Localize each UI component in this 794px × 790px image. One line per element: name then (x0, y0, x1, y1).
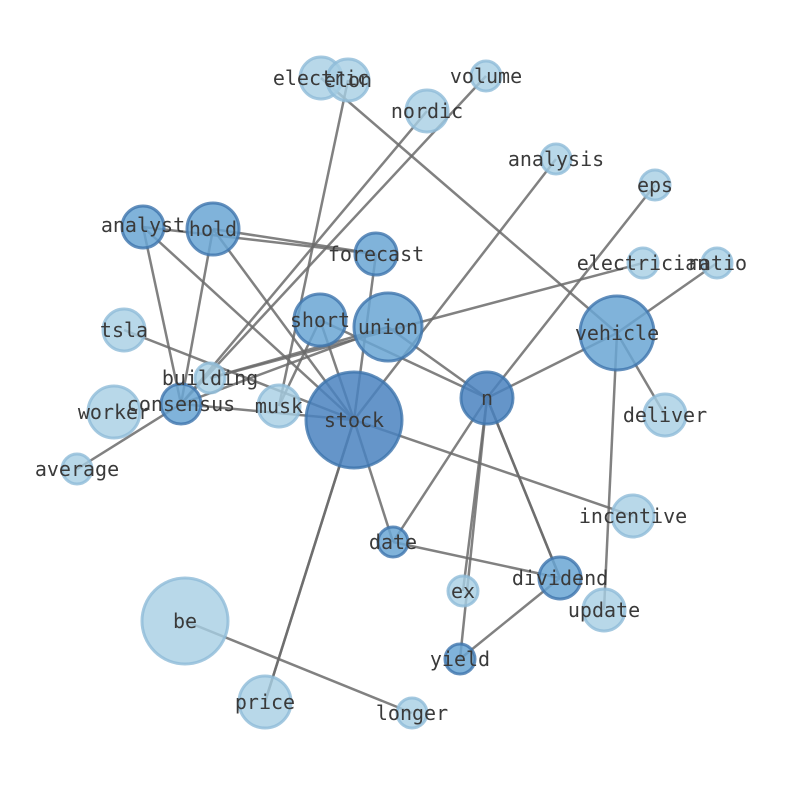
node-label-musk: musk (255, 394, 303, 418)
node-building[interactable] (193, 361, 227, 395)
node-consensus[interactable] (159, 382, 203, 426)
node-ex[interactable] (446, 574, 480, 608)
edge-analyst-consensus (141, 226, 183, 405)
node-price[interactable] (237, 674, 293, 730)
node-label-elon: elon (324, 68, 372, 92)
node-incentive[interactable] (610, 493, 656, 539)
edge-vehicle-update (602, 332, 619, 611)
node-label-building: building (162, 366, 258, 390)
node-be[interactable] (140, 576, 230, 666)
node-label-nordic: nordic (391, 99, 463, 123)
node-label-analysis: analysis (508, 147, 604, 171)
node-longer[interactable] (395, 696, 429, 730)
node-label-electric: electric (273, 66, 369, 90)
edge-n-eps (486, 184, 656, 399)
node-label-electrician: electrician (577, 251, 709, 275)
edge-n-date (391, 397, 489, 543)
node-n[interactable] (459, 370, 515, 426)
node-label-deliver: deliver (623, 403, 707, 427)
node-label-forecast: forecast (328, 242, 424, 266)
node-yield[interactable] (443, 642, 477, 676)
node-ratio[interactable] (700, 246, 734, 280)
node-label-yield: yield (430, 647, 490, 671)
edge-vehicle-electric (320, 77, 618, 334)
nodes-layer (60, 55, 734, 730)
node-forecast[interactable] (353, 231, 399, 277)
node-label-longer: longer (376, 701, 448, 725)
node-electrician[interactable] (626, 246, 660, 280)
edge-n-yield (458, 397, 489, 660)
node-label-eps: eps (637, 173, 673, 197)
edge-short-n (319, 318, 488, 400)
node-short[interactable] (292, 292, 348, 348)
node-tsla[interactable] (101, 307, 147, 353)
node-label-dividend: dividend (512, 566, 608, 590)
node-worker[interactable] (86, 384, 142, 440)
node-label-union: union (358, 315, 418, 339)
node-label-consensus: consensus (127, 392, 235, 416)
node-label-analyst: analyst (101, 213, 185, 237)
node-label-price: price (235, 690, 295, 714)
edge-n-dividend (485, 397, 562, 579)
node-hold[interactable] (185, 201, 241, 257)
node-label-stock: stock (324, 408, 384, 432)
edge-date-dividend (392, 540, 561, 580)
node-label-be: be (173, 609, 197, 633)
node-vehicle[interactable] (578, 294, 656, 372)
node-analysis[interactable] (539, 142, 573, 176)
node-label-ratio: ratio (687, 251, 747, 275)
node-analyst[interactable] (120, 204, 166, 250)
node-label-short: short (290, 308, 350, 332)
edge-hold-consensus (179, 228, 215, 405)
node-eps[interactable] (638, 168, 672, 202)
node-dividend[interactable] (537, 555, 583, 601)
node-average[interactable] (60, 452, 94, 486)
edge-consensus-nordic (180, 110, 428, 405)
edge-musk-elon (277, 79, 350, 407)
node-label-vehicle: vehicle (575, 321, 659, 345)
node-volume[interactable] (469, 59, 503, 93)
node-update[interactable] (581, 587, 627, 633)
node-label-average: average (35, 457, 119, 481)
node-label-date: date (369, 530, 417, 554)
node-date[interactable] (376, 525, 410, 559)
node-label-update: update (568, 598, 640, 622)
node-nordic[interactable] (404, 88, 450, 134)
node-elon[interactable] (325, 57, 371, 103)
edge-stock-analysis (353, 158, 557, 421)
node-label-volume: volume (450, 64, 522, 88)
node-label-worker: worker (78, 400, 150, 424)
node-label-hold: hold (189, 217, 237, 241)
node-musk[interactable] (256, 383, 302, 429)
node-label-n: n (481, 386, 493, 410)
node-deliver[interactable] (642, 392, 688, 438)
node-stock[interactable] (304, 370, 404, 470)
edge-analyst-forecast (142, 225, 377, 256)
node-label-tsla: tsla (100, 318, 148, 342)
node-union[interactable] (352, 291, 424, 363)
edge-building-electrician (209, 261, 644, 380)
node-label-ex: ex (451, 579, 475, 603)
node-label-incentive: incentive (579, 504, 687, 528)
